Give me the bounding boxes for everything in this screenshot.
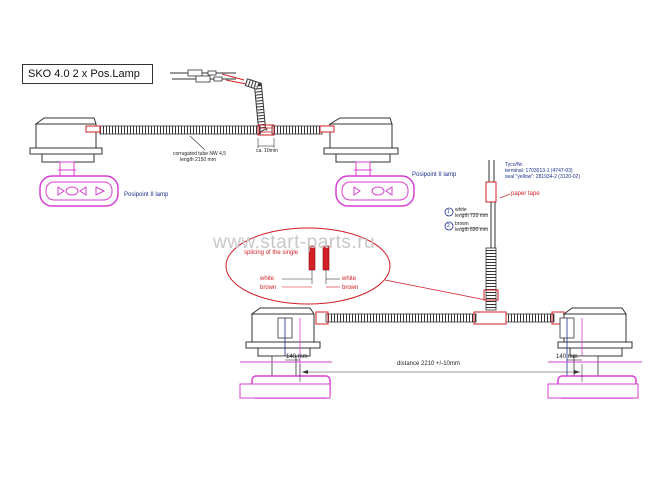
diagram-title: SKO 4.0 2 x Pos.Lamp	[28, 68, 140, 80]
diagram-title-box: SKO 4.0 2 x Pos.Lamp	[22, 64, 153, 84]
wire2-color: brown	[455, 221, 469, 227]
wire1-number: 1	[447, 209, 450, 215]
tube-label-line2: length 2150 mm	[180, 157, 216, 163]
wire1-color: white	[455, 207, 467, 213]
wire1-length: length 720 mm	[455, 213, 489, 219]
lower-tube-right	[505, 313, 555, 323]
lamp-label-left: Posipoint II lamp	[124, 192, 169, 198]
splice-title: splicing of the single	[244, 250, 299, 256]
lower-right-lamp	[547, 307, 642, 399]
splice-left-white: white	[260, 276, 275, 282]
splice-left-brown: brown	[260, 285, 277, 291]
lower-tube-left	[325, 313, 477, 323]
terminal-spec: terminal: 1703013-1 (4747-03)	[505, 168, 573, 174]
lamp-label-right: Posipoint II lamp	[412, 172, 457, 178]
splice-right-brown: brown	[342, 285, 359, 291]
tyco-header: Tyco/Nr.	[505, 162, 524, 168]
splice-right-white: white	[342, 276, 357, 282]
wire2-number: 2	[447, 223, 450, 229]
right-offset-label: 140 mm	[556, 354, 578, 360]
seal-spec: seal "yellow": 281934-2 (3120-02)	[505, 174, 580, 180]
splice-callout	[225, 227, 487, 305]
upper-joint	[257, 124, 275, 136]
lower-t-junction	[473, 311, 507, 325]
upper-right-lamp	[319, 117, 415, 207]
connector-pins	[170, 69, 247, 85]
right-vertical-cable	[483, 160, 499, 311]
wire2-length: length 690 mm	[455, 227, 489, 233]
upper-tube-left	[99, 125, 261, 135]
distance-dimension	[285, 359, 583, 382]
lower-left-lamp	[239, 307, 332, 399]
left-offset-label: 140 mm	[286, 354, 308, 360]
gap-label: ca. 10mm	[256, 148, 278, 154]
distance-label: distance 2210 +/-10mm	[397, 361, 460, 367]
watermark: www.start-parts.ru	[213, 232, 376, 253]
paper-tape-label: paper tape	[511, 191, 540, 197]
upper-riser-tube	[244, 78, 268, 134]
upper-left-lamp	[29, 117, 119, 207]
tube-label-line1: corrugated tube NW 4,5	[173, 151, 227, 157]
upper-tube-right	[271, 125, 323, 135]
